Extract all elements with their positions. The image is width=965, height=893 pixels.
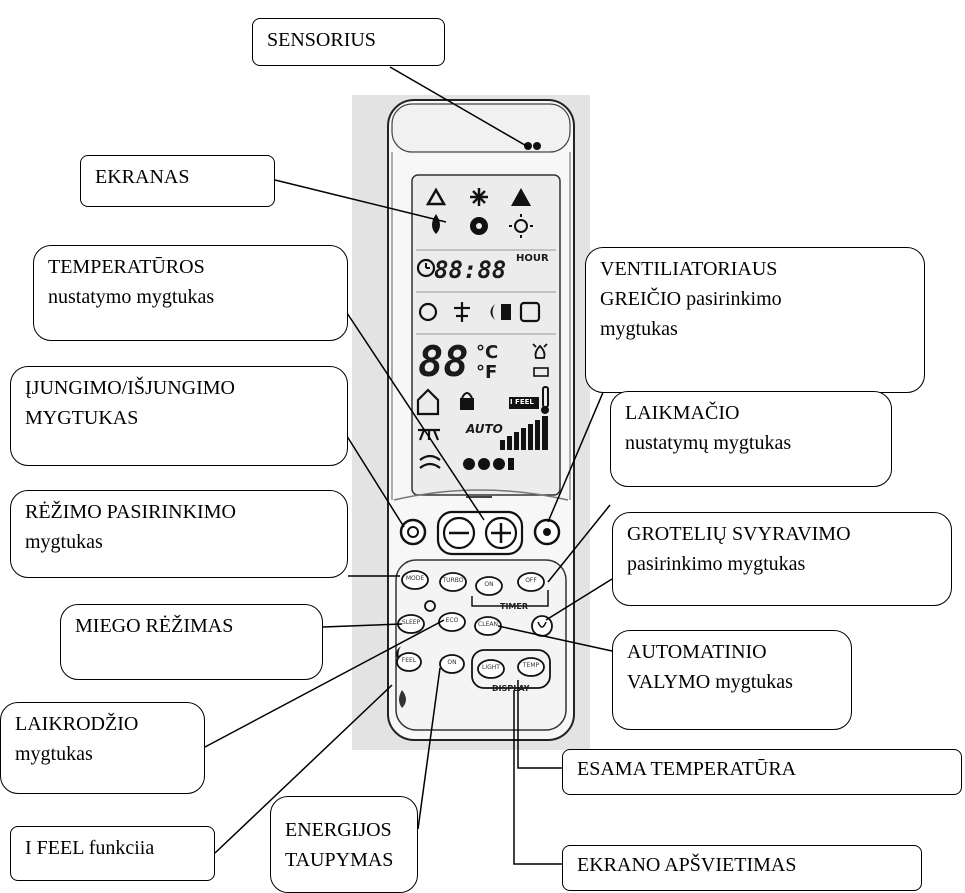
ifeel-badge-icon [509,397,539,409]
clock-button-label: ON [447,659,457,666]
timer-group-label: TIMER [500,602,529,611]
eco-button-label: ECO [445,617,459,624]
swing-louver-icon [537,621,547,628]
fan-speed-icons [463,458,514,470]
heat-sun-icon [509,214,533,238]
clock-icon [416,258,436,278]
lcd-auto: AUTO [466,422,503,436]
display-group [471,649,551,689]
hand-icon [519,301,541,323]
temp-button[interactable] [517,657,545,677]
sleep-box-icon [501,304,511,320]
sensor-dot-icon [533,142,541,150]
mode-button[interactable] [401,570,429,590]
temp-button-label: TEMP [522,662,540,669]
lcd-fahrenheit: °F [476,362,498,383]
lcd-time: 88:88 [434,256,507,284]
timer-off-button[interactable] [517,572,545,592]
remote-top-cap [391,103,571,153]
label-sensorius: SENSORIUS [252,18,445,66]
light-button-label: LIGHT [482,664,500,671]
house-icon [416,388,440,416]
label-ekranas: EKRANAS [80,155,275,207]
power-button[interactable] [399,518,427,546]
swing-icon [454,302,470,322]
power-icon [407,526,419,538]
timer-off-label: OFF [525,577,537,584]
sleep-button-label: SLEEP [401,619,421,626]
ifeel-button-label: FEEL [401,657,417,664]
battery-icon [533,367,549,377]
louver-icon [418,428,440,441]
lcd-celsius: °C [476,342,499,363]
fan-icon [543,528,551,536]
fan-speed-bars-icon [500,416,548,450]
mode-button-label: MODE [405,575,425,582]
sleep-moon-icon [490,304,495,320]
label-ekrano: EKRANO APŠVIETIMAS [562,845,922,891]
label-ifeel: I FEEL funkciia [10,826,215,881]
turbo-button-label: TURBO [442,577,464,584]
ifeel-button[interactable] [396,652,422,672]
turbo-button[interactable] [439,572,467,592]
cool-snowflake-icon [470,188,488,206]
lcd-display [411,174,561,496]
airflow-icon [419,454,441,469]
lcd-hour-label: HOUR [516,253,549,264]
recycle-mode-icon [425,187,447,206]
label-esama: ESAMA TEMPERATŪRA [562,749,962,795]
lcd-ifeel: I FEEL [510,398,534,406]
clean-button-label: CLEAN [478,621,498,628]
timer-bracket [471,590,549,607]
clock-button[interactable] [439,654,465,674]
light-button[interactable] [477,659,505,679]
warning-triangle-icon [511,188,531,206]
leader-lines [204,66,622,865]
health-icon [418,302,438,322]
display-group-label: DISPLAY [492,684,530,693]
timer-on-label: ON [484,581,494,588]
light-bulb-icon [532,343,548,359]
lock-icon [460,398,474,410]
ifeel-hand-icon [399,690,406,708]
label-miego: MIEGO RĖŽIMAS [60,604,323,680]
timer-on-button[interactable] [475,576,503,596]
lcd-temperature: 88 [418,337,469,386]
